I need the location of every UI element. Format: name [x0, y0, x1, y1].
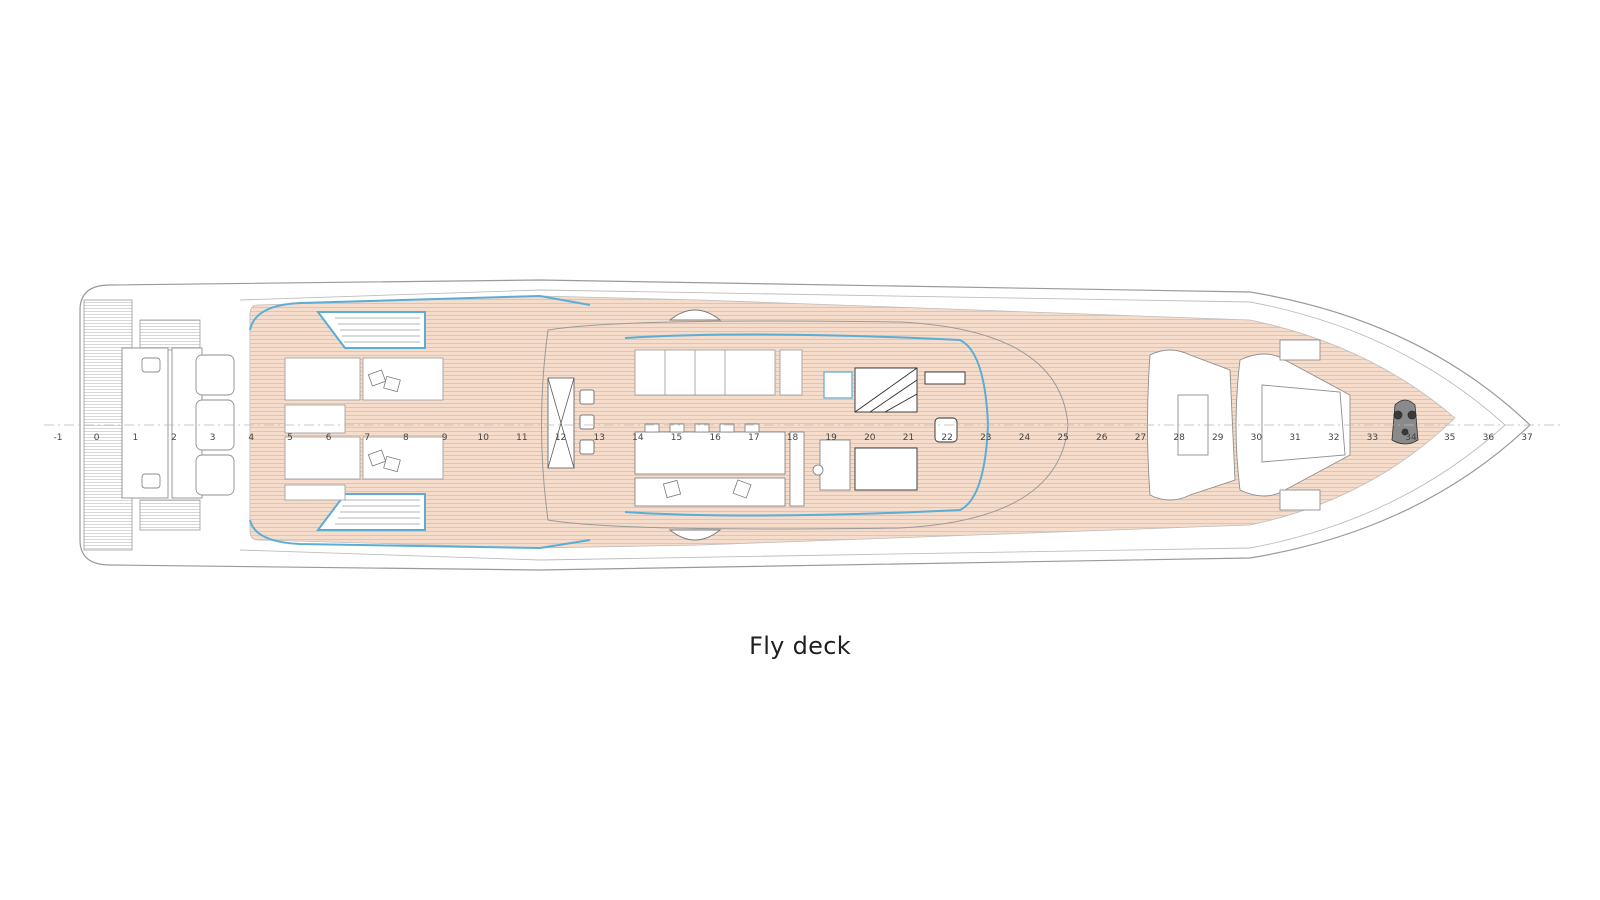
frame-label: 21 [903, 433, 914, 443]
frame-label: 18 [787, 433, 799, 443]
frame-label: 23 [980, 433, 991, 443]
wheelhouse-stairs [854, 367, 966, 491]
frame-label: 19 [825, 433, 837, 443]
frame-label: 14 [632, 433, 644, 443]
helm-console [823, 371, 853, 399]
frame-label: 35 [1444, 433, 1455, 443]
frame-label: 30 [1251, 433, 1263, 443]
frame-label: 3 [210, 433, 216, 443]
frame-label: 2 [171, 433, 177, 443]
frame-label: 7 [364, 433, 370, 443]
frame-label: 6 [326, 433, 332, 443]
frame-label: 16 [709, 433, 721, 443]
frame-label: 8 [403, 433, 409, 443]
frame-label: 29 [1212, 433, 1224, 443]
frame-label: 1 [132, 433, 138, 443]
frame-label: 26 [1096, 433, 1108, 443]
frame-label: 12 [555, 433, 566, 443]
dining-table [634, 423, 805, 507]
galley-unit [812, 439, 851, 491]
frame-label: 27 [1135, 433, 1146, 443]
diagram-caption: Fly deck [749, 632, 851, 660]
frame-label: 20 [864, 433, 876, 443]
glass-bulwark-starboard [249, 519, 591, 550]
frame-label: 34 [1405, 433, 1417, 443]
side-stair-starboard [316, 493, 426, 531]
frame-label: 36 [1483, 433, 1495, 443]
frame-label: 32 [1328, 433, 1339, 443]
frame-label: 17 [748, 433, 759, 443]
frame-label: 25 [1057, 433, 1068, 443]
frame-label: 0 [94, 433, 100, 443]
frame-label: 11 [516, 433, 527, 443]
windlass-icon [1391, 399, 1419, 445]
frame-label: 4 [248, 433, 254, 443]
hardtop-outline [541, 320, 1069, 530]
lounge-sofa-port [634, 349, 803, 396]
frame-label: -1 [54, 433, 63, 443]
glass-bulwark-port [249, 294, 591, 331]
frame-label: 28 [1173, 433, 1185, 443]
frame-label: 24 [1019, 433, 1031, 443]
frame-label: 15 [671, 433, 682, 443]
frame-label: 37 [1521, 433, 1532, 443]
frame-label: 9 [442, 433, 448, 443]
aft-stair-starboard [139, 499, 201, 531]
loose-chairs [367, 369, 401, 473]
sunpads [284, 357, 444, 501]
frame-label: 31 [1289, 433, 1300, 443]
side-stair-port [316, 311, 426, 349]
frame-label: 22 [941, 433, 952, 443]
frame-label: 10 [478, 433, 490, 443]
bow-lounge [1147, 339, 1351, 511]
aft-stair-port [139, 319, 201, 351]
bar-counter [547, 377, 595, 469]
side-fairlead-starboard [668, 529, 722, 541]
frame-label: 13 [593, 433, 604, 443]
frame-label: 5 [287, 433, 293, 443]
aft-seating [121, 347, 235, 499]
frame-label: 33 [1367, 433, 1378, 443]
side-fairlead-port [668, 309, 722, 321]
